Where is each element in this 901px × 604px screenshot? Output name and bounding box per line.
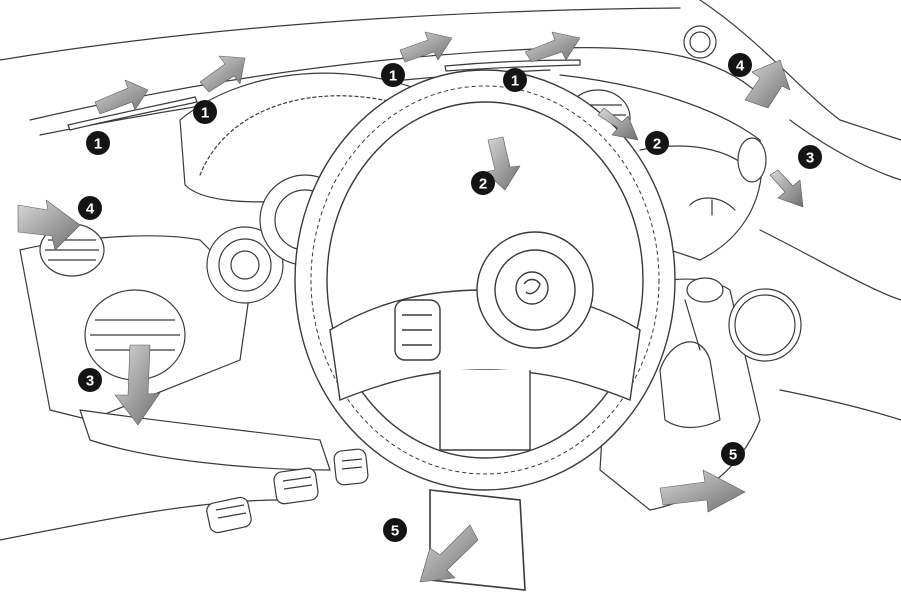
callout-label: 1: [94, 136, 102, 153]
door-panel-right: [759, 229, 901, 301]
callout-label: 3: [806, 150, 814, 167]
callout-6: 2: [645, 131, 669, 155]
demister-slot-left: [67, 96, 198, 131]
pedal-ribs: [215, 458, 363, 519]
airflow-arrow-footwell-left: [419, 524, 479, 583]
airflow-arrow-centre-right: [597, 107, 639, 141]
gear-knob: [686, 277, 724, 303]
door-speaker-ring-inner: [734, 294, 796, 356]
brand-logo-icon: [515, 271, 549, 305]
callout-11: 5: [721, 442, 745, 466]
airflow-arrow-demister-4: [524, 31, 581, 63]
door-panel-right-lower: [779, 389, 901, 421]
airflow-arrow-side-left: [17, 199, 81, 251]
callout-group: 1 1 1 1 2 2 3 3: [78, 53, 822, 542]
airflow-arrow-side-right: [769, 169, 804, 208]
callout-label: 5: [729, 447, 737, 464]
airflow-arrow-side-right-upper: [744, 59, 791, 109]
door-line-right: [789, 119, 901, 181]
airflow-arrow-centre-left: [484, 136, 521, 191]
callout-3: 1: [381, 63, 405, 87]
pedal-brake: [273, 467, 319, 505]
callout-2: 1: [193, 100, 217, 124]
callout-label: 1: [511, 73, 519, 90]
airflow-arrow-demister-1: [94, 79, 149, 115]
lower-console: [79, 409, 331, 471]
steering-wheel-rim-grip: [310, 85, 660, 475]
model-badge: [689, 197, 736, 216]
callout-label: 1: [389, 68, 397, 85]
callout-label: 5: [391, 523, 399, 540]
vent-side-right: [737, 137, 767, 183]
airflow-arrow-footwell-right: [659, 469, 746, 513]
callout-10: 4: [78, 196, 102, 220]
callout-4: 1: [503, 68, 527, 92]
callout-label: 1: [201, 105, 209, 122]
airflow-arrow-demister-2: [199, 55, 246, 93]
airflow-arrow-lower-left: [114, 344, 161, 426]
right-dash-sweep: [559, 74, 763, 261]
callout-1: 1: [86, 131, 110, 155]
callout-label: 2: [653, 136, 661, 153]
callout-8: 3: [78, 368, 102, 392]
dashboard-top-edge: [29, 47, 761, 121]
brand-logo-scorpion-icon: [523, 278, 541, 295]
callout-label: 4: [736, 58, 745, 75]
gauge-pod-left-core: [230, 250, 260, 280]
callout-5: 2: [471, 171, 495, 195]
demister-slot-right: [444, 59, 581, 72]
callout-label: 4: [86, 201, 95, 218]
pedal-accelerator: [333, 448, 369, 486]
callout-label: 3: [86, 373, 94, 390]
callout-12: 5: [383, 518, 407, 542]
pedal-clutch: [206, 496, 252, 534]
gear-boot: [659, 341, 721, 429]
steering-controls-left-buttons: [402, 314, 432, 346]
gear-stick: [684, 299, 701, 351]
airflow-arrow-demister-3: [399, 31, 453, 63]
callout-9: 4: [728, 53, 752, 77]
callout-label: 2: [479, 176, 487, 193]
steering-wheel-lower-spoke: [439, 370, 531, 451]
steering-wheel-rim-inner: [326, 101, 644, 459]
floor-line: [0, 499, 281, 541]
callout-7: 3: [798, 145, 822, 169]
windscreen-line: [0, 7, 681, 61]
tweeter-top-right-inner: [689, 31, 711, 53]
